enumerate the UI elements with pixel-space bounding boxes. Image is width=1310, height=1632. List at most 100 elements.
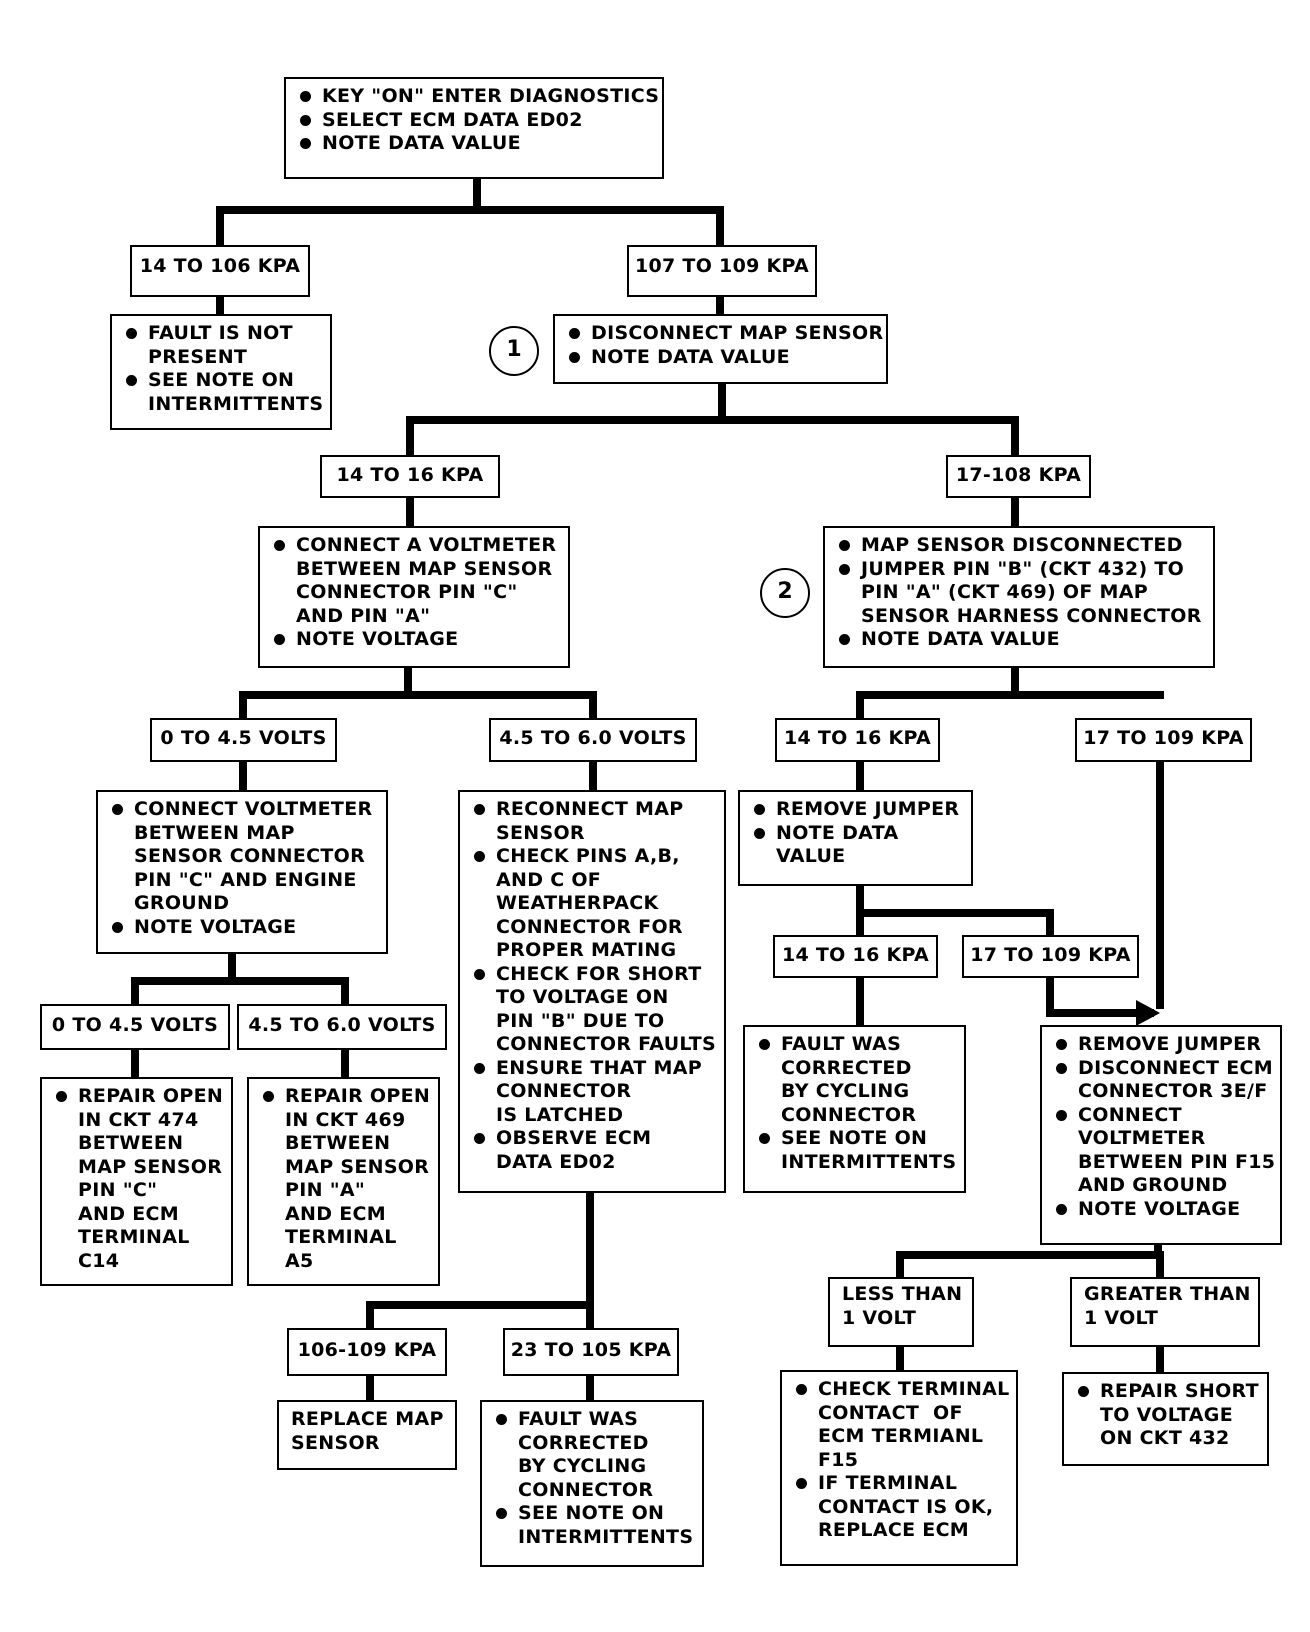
branch-14-to-16-kpa: 14 TO 16 KPA xyxy=(775,718,940,762)
flow-item-continued: C14 xyxy=(78,1249,120,1272)
flow-item: REPAIR OPEN xyxy=(54,1085,225,1109)
branch-greater-than-1-volt: GREATER THAN 1 VOLT xyxy=(1070,1277,1260,1347)
flow-item-continued: PIN "B" DUE TO xyxy=(496,1009,665,1032)
branch-0-to-4.5-volts: 0 TO 4.5 VOLTS xyxy=(150,718,337,762)
flow-item-continued: AND C OF xyxy=(496,868,602,891)
flow-item: FAULT WAS xyxy=(494,1408,696,1432)
flow-item-continued: CONNECTOR FAULTS xyxy=(496,1033,716,1055)
check-terminal-box: CHECK TERMINAL CONTACT OF ECM TERMIANL F… xyxy=(780,1370,1018,1566)
flow-item: KEY "ON" ENTER DIAGNOSTICS xyxy=(298,85,659,109)
flow-item: SEE NOTE ON xyxy=(757,1127,958,1151)
flow-item-continued: TO VOLTAGE xyxy=(1100,1403,1233,1426)
flow-item: REPAIR OPEN xyxy=(261,1085,432,1109)
branch-4.5-to-6.0-volts: 4.5 TO 6.0 VOLTS xyxy=(489,718,697,762)
flow-item-continued: CONTACT IS OK, xyxy=(818,1495,994,1518)
flow-item: ENSURE THAT MAP xyxy=(472,1057,718,1081)
flow-item-continued: PIN "A" xyxy=(285,1179,366,1201)
flow-item: FAULT IS NOT xyxy=(124,322,324,346)
branch-17-to-108-kpa: 17-108 KPA xyxy=(946,455,1091,498)
flow-item: DISCONNECT MAP SENSOR xyxy=(567,322,883,346)
flow-item-continued: CORRECTED xyxy=(518,1431,649,1454)
flow-item-continued: IN CKT 469 xyxy=(285,1108,406,1131)
flow-item-continued: INTERMITTENTS xyxy=(518,1525,694,1548)
branch-label-line: GREATER THAN xyxy=(1084,1283,1251,1305)
flow-item: SELECT ECM DATA ED02 xyxy=(298,109,656,133)
flow-item-continued: VOLTMETER xyxy=(1078,1127,1206,1149)
branch-less-than-1-volt: LESS THAN 1 VOLT xyxy=(828,1277,974,1347)
flow-item-continued: AND GROUND xyxy=(1078,1174,1228,1196)
flow-item: REPAIR SHORT xyxy=(1076,1380,1261,1404)
flow-item: NOTE DATA xyxy=(752,822,965,846)
flow-item-continued: PRESENT xyxy=(148,345,248,368)
branch-23-to-105-kpa: 23 TO 105 KPA xyxy=(503,1328,679,1376)
flow-item-continued: A5 xyxy=(285,1249,314,1272)
branch-14-to-106-kpa: 14 TO 106 KPA xyxy=(130,245,310,297)
fault-corrected-box: FAULT WAS CORRECTED BY CYCLING CONNECTOR… xyxy=(743,1025,966,1193)
flow-item-continued: TERMINAL xyxy=(78,1226,190,1248)
flow-item-continued: INTERMITTENTS xyxy=(148,392,324,415)
repair-open-ckt-474-box: REPAIR OPEN IN CKT 474 BETWEEN MAP SENSO… xyxy=(40,1077,233,1286)
flow-item-continued: IS LATCHED xyxy=(496,1103,624,1126)
branch-17-to-109-kpa: 17 TO 109 KPA xyxy=(962,935,1139,978)
flow-item-continued: F15 xyxy=(818,1448,859,1471)
flow-item: CONNECT A VOLTMETER xyxy=(272,534,562,558)
flow-item-continued: CONNECTOR 3E/F xyxy=(1078,1080,1268,1102)
branch-label-line: LESS THAN xyxy=(842,1283,963,1305)
branch-106-to-109-kpa: 106-109 KPA xyxy=(287,1328,447,1376)
flow-item-continued: ECM TERMIANL xyxy=(818,1425,984,1447)
jumper-test-box: MAP SENSOR DISCONNECTED JUMPER PIN "B" (… xyxy=(823,526,1215,668)
flow-item-continued: PIN "A" (CKT 469) OF MAP xyxy=(861,581,1148,603)
start-step-box: KEY "ON" ENTER DIAGNOSTICS SELECT ECM DA… xyxy=(284,77,664,179)
flow-item: CHECK FOR SHORT xyxy=(472,963,718,987)
repair-short-box: REPAIR SHORT TO VOLTAGE ON CKT 432 xyxy=(1062,1372,1269,1466)
flow-item-continued: VALUE xyxy=(776,845,846,867)
flow-item: SEE NOTE ON xyxy=(124,369,324,393)
fault-not-present-box: FAULT IS NOT PRESENT SEE NOTE ON INTERMI… xyxy=(110,314,332,430)
flow-item: JUMPER PIN "B" (CKT 432) TO xyxy=(837,558,1207,582)
flow-item-continued: REPLACE ECM xyxy=(818,1519,970,1541)
flow-item: SEE NOTE ON xyxy=(494,1502,696,1526)
reconnect-map-sensor-box: RECONNECT MAP SENSOR CHECK PINS A,B, AND… xyxy=(458,790,726,1193)
flow-item-continued: GROUND xyxy=(134,892,230,914)
flow-item-continued: AND ECM xyxy=(78,1202,179,1225)
disconnect-map-sensor-box: DISCONNECT MAP SENSOR NOTE DATA VALUE xyxy=(553,314,888,384)
flow-item-continued: CONNECTOR xyxy=(496,1080,632,1102)
branch-17-to-109-kpa: 17 TO 109 KPA xyxy=(1075,718,1252,762)
flow-item: RECONNECT MAP xyxy=(472,798,718,822)
flow-item-continued: BETWEEN xyxy=(78,1132,184,1154)
branch-4.5-to-6.0-volts: 4.5 TO 6.0 VOLTS xyxy=(237,1004,447,1050)
flow-item-continued: BY CYCLING xyxy=(781,1080,910,1102)
branch-0-to-4.5-volts: 0 TO 4.5 VOLTS xyxy=(40,1004,230,1050)
step-2-marker: 2 xyxy=(760,568,810,618)
flow-item-continued: CONNECTOR xyxy=(518,1478,654,1501)
flow-item: CHECK PINS A,B, xyxy=(472,845,718,869)
flow-item-continued: CONTACT OF xyxy=(818,1401,963,1424)
branch-14-to-16-kpa: 14 TO 16 KPA xyxy=(773,935,938,978)
remove-jumper-box: REMOVE JUMPER NOTE DATA VALUE xyxy=(738,790,973,886)
flow-item: NOTE VOLTAGE xyxy=(1054,1198,1274,1222)
flow-item: FAULT WAS xyxy=(757,1033,958,1057)
flow-item-continued: AND ECM xyxy=(285,1202,386,1225)
connect-voltmeter-box: CONNECT A VOLTMETER BETWEEN MAP SENSOR C… xyxy=(258,526,570,668)
repair-open-ckt-469-box: REPAIR OPEN IN CKT 469 BETWEEN MAP SENSO… xyxy=(247,1077,440,1286)
flow-item-continued: BETWEEN xyxy=(285,1132,391,1154)
flow-item: REPLACE MAP xyxy=(291,1408,444,1430)
flow-item-continued: PROPER MATING xyxy=(496,939,677,961)
flow-item: NOTE DATA VALUE xyxy=(567,346,880,370)
flow-item: NOTE VOLTAGE xyxy=(110,916,380,940)
flow-item: NOTE DATA VALUE xyxy=(837,628,1207,652)
flow-item: NOTE VOLTAGE xyxy=(272,628,562,652)
flow-item-continued: CONNECTOR FOR xyxy=(496,915,683,938)
flow-item-continued: TERMINAL xyxy=(285,1226,397,1248)
flow-item-continued: SENSOR xyxy=(496,821,585,844)
branch-label-line: 1 VOLT xyxy=(842,1306,917,1329)
flow-item-continued: SENSOR CONNECTOR xyxy=(134,845,366,867)
flow-item: MAP SENSOR DISCONNECTED xyxy=(837,534,1207,558)
flow-item-continued: IN CKT 474 xyxy=(78,1108,199,1131)
flow-item: NOTE DATA VALUE xyxy=(298,132,656,156)
flow-item-continued: CONNECTOR PIN "C" xyxy=(296,581,518,603)
flow-item: CHECK TERMINAL xyxy=(794,1378,1010,1402)
flow-item-continued: TO VOLTAGE ON xyxy=(496,986,669,1008)
flow-item: REMOVE JUMPER xyxy=(1054,1033,1274,1057)
